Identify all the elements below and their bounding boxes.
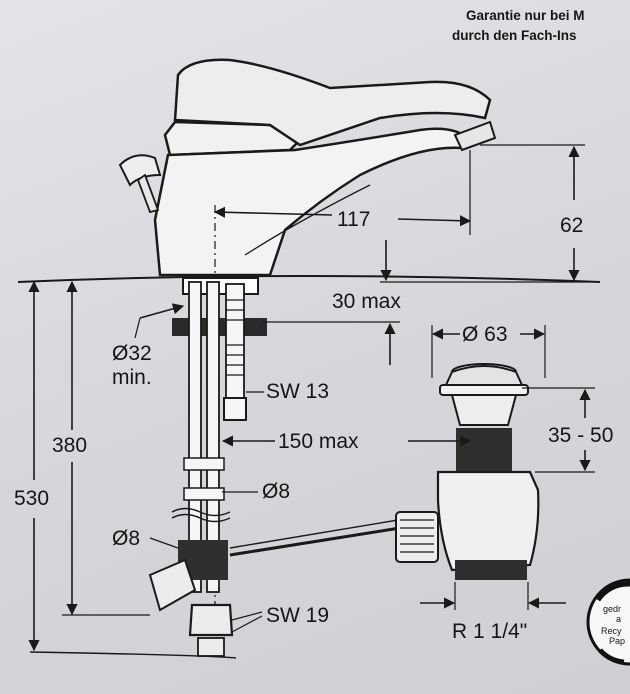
recycle-arrow-bottom-icon — [598, 648, 625, 665]
joint-ridges — [400, 519, 434, 553]
dim-62-label: 62 — [560, 214, 583, 237]
badge-line-4: Pap — [609, 636, 625, 646]
pop-up-rod-edge — [229, 519, 399, 549]
header-line-1: Garantie nur bei M — [466, 8, 585, 23]
pipe-clamp-2 — [183, 487, 225, 501]
waste-assembly — [395, 363, 540, 580]
badge-line-3: Recy — [601, 626, 622, 636]
dim-32-label: Ø32 — [112, 342, 152, 365]
break-line-1 — [171, 507, 231, 517]
badge-line-2: a — [616, 614, 621, 624]
badge-line-1: gedr — [603, 604, 621, 614]
dim-32-min: min. — [112, 366, 152, 389]
stud-thread — [226, 299, 244, 376]
mounting-assembly — [148, 277, 401, 657]
dim-8-left-label: Ø8 — [112, 527, 140, 550]
dim-r-label: R 1 1/4" — [452, 620, 527, 643]
dim-sw19-label: SW 19 — [266, 604, 329, 627]
leader-32 — [134, 317, 141, 339]
waste-outlet-thread — [455, 560, 527, 580]
outlet-fitting — [197, 637, 225, 657]
leader-8-left — [149, 537, 179, 549]
waste-flange — [439, 384, 529, 396]
header-line-2: durch den Fach-Ins — [452, 28, 577, 43]
supply-pipe-left — [188, 281, 202, 593]
waste-neck — [450, 394, 518, 426]
plug-dome — [444, 365, 524, 386]
threaded-stud — [225, 283, 245, 405]
leader-sw19-a — [231, 611, 263, 621]
pipe-clamp-1 — [183, 457, 225, 471]
nut-sw19 — [188, 603, 234, 637]
spout-highlight — [244, 184, 371, 256]
dim-150-label: 150 max — [278, 430, 359, 453]
leader-sw19-b — [231, 615, 263, 633]
waste-body — [436, 470, 540, 572]
dim-3550-label: 35 - 50 — [548, 424, 613, 447]
waste-thread-body — [456, 428, 512, 472]
aerator — [453, 120, 497, 152]
arrow-117-left — [213, 206, 333, 218]
pop-up-rod-joint — [395, 511, 439, 563]
recycle-arrow-top-icon — [595, 581, 630, 602]
pop-up-knob — [118, 154, 162, 187]
dim-30-label: 30 max — [332, 290, 401, 313]
dim-sw13-label: SW 13 — [266, 380, 329, 403]
countertop-line — [17, 275, 601, 283]
pop-up-rod-top — [136, 173, 160, 214]
badge-ring — [586, 578, 630, 666]
faucet-spout — [153, 127, 472, 277]
pop-up-clamp — [148, 558, 197, 612]
dim-63-label: Ø 63 — [462, 323, 508, 346]
faucet-body — [118, 58, 497, 277]
dim-380-label: 380 — [52, 434, 87, 457]
lower-connector — [178, 540, 228, 580]
nut-sw13 — [223, 397, 247, 421]
ext-530-bottom — [29, 651, 237, 659]
dim-8-right-label: Ø8 — [262, 480, 290, 503]
arrow-117-right — [397, 215, 472, 227]
break-line-2 — [171, 513, 231, 523]
faucet-lever — [173, 58, 492, 147]
dim-117-label: 117 — [337, 208, 370, 231]
pop-up-rod — [229, 526, 401, 557]
dim-530-label: 530 — [14, 487, 49, 510]
recycling-badge: gedr a Recy Pap — [586, 578, 630, 666]
arrow-32-left — [139, 303, 185, 319]
